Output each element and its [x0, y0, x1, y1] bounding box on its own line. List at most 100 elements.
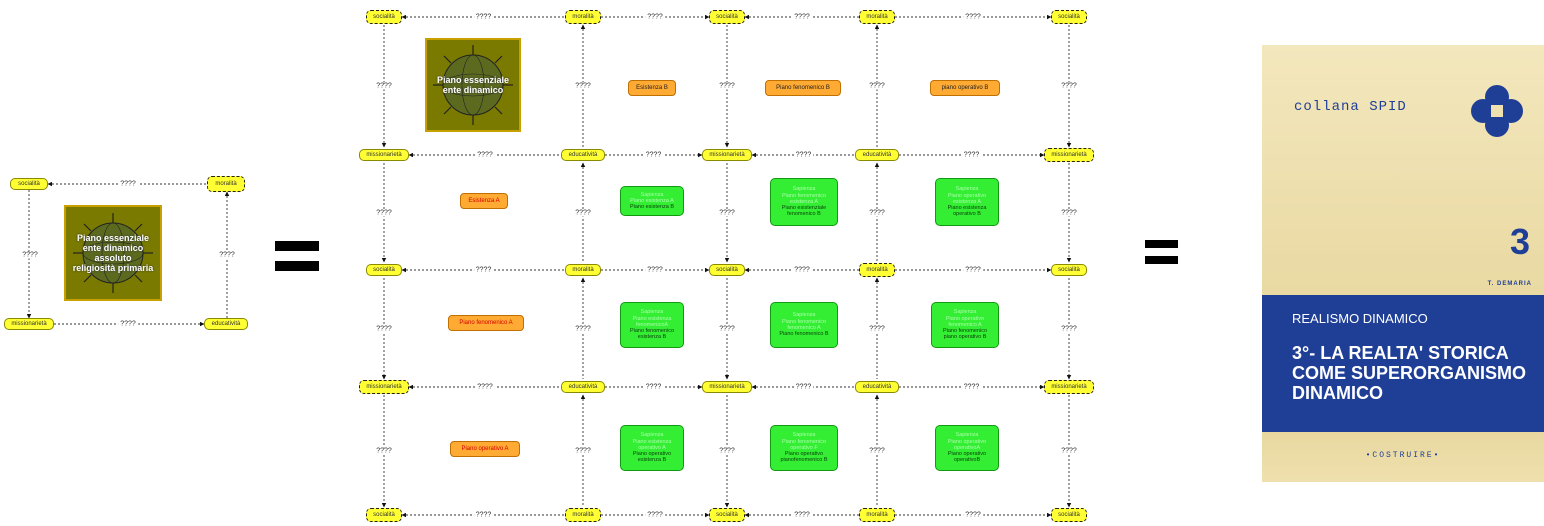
clover-logo-icon [1471, 85, 1523, 137]
node-moralita[interactable]: moralità [859, 10, 895, 24]
unknown-label: ???? [645, 511, 665, 519]
globe-icon [73, 213, 153, 293]
unknown-label: ???? [717, 325, 737, 332]
node-educativita[interactable]: educatività [855, 149, 899, 161]
unknown-label: ???? [573, 209, 593, 216]
node-moralita[interactable]: moralità [565, 508, 601, 522]
node-socialita[interactable]: socialità [709, 508, 745, 522]
unknown-label: ???? [1059, 209, 1079, 216]
unknown-label: ???? [473, 511, 494, 519]
wisdom-line: fenomenico B [787, 211, 821, 218]
node-missionarieta[interactable]: missionarietà [1044, 380, 1094, 394]
wisdom-line: Piano esistenza [632, 315, 672, 322]
book-title-line: COME SUPERORGANISMO [1292, 363, 1527, 383]
wisdom-line: Sapienza [640, 191, 664, 198]
node-moralita[interactable]: moralità [207, 176, 245, 192]
wisdom-line: Piano operativo [784, 451, 824, 458]
equals-sign [275, 241, 319, 271]
node-socialita[interactable]: socialità [709, 10, 745, 24]
wisdom-line: Sapienza [955, 186, 979, 193]
node-missionarieta[interactable]: missionarietà [359, 149, 409, 161]
node-educativita[interactable]: educatività [855, 381, 899, 393]
book-series: collana SPID [1294, 99, 1407, 115]
orange-box-fenomenico-a[interactable]: Piano fenomenico A [448, 315, 524, 331]
wisdom-line: Piano fenomenico [781, 318, 827, 325]
unknown-label: ???? [573, 325, 593, 332]
node-missionarieta[interactable]: missionarietà [702, 381, 752, 393]
wisdom-line: Sapienza [792, 432, 816, 439]
node-socialita[interactable]: socialità [709, 264, 745, 276]
unknown-label: ???? [1059, 82, 1079, 90]
orange-box-esistenza-b[interactable]: Esistenza B [628, 80, 676, 96]
essence-line: Piano essenziale [436, 75, 510, 85]
unknown-label: ???? [20, 251, 40, 259]
unknown-label: ???? [645, 266, 665, 274]
essence-line: Piano essenziale [76, 233, 150, 243]
unknown-label: ???? [793, 151, 814, 159]
wisdom-line: Piano fenomenico [629, 328, 675, 335]
book-subtitle: REALISMO DINAMICO [1292, 311, 1428, 326]
wisdom-line: Piano esistenza [632, 438, 672, 445]
node-missionarieta[interactable]: missionarietà [702, 149, 752, 161]
node-missionarieta[interactable]: missionarietà [1044, 148, 1094, 162]
unknown-label: ???? [573, 82, 593, 90]
wisdom-line: Sapienza [640, 432, 664, 439]
unknown-label: ???? [717, 209, 737, 216]
wisdom-line: Piano fenomenico [781, 192, 827, 199]
node-socialita[interactable]: socialità [10, 178, 48, 190]
book-publisher: •COSTRUIRE• [1365, 451, 1441, 460]
node-missionarieta[interactable]: missionarietà [4, 318, 54, 330]
node-socialita[interactable]: socialità [366, 264, 402, 276]
wisdom-line: Piano operativo [947, 451, 987, 458]
orange-box-operativo-b[interactable]: piano operativo B [930, 80, 1000, 96]
node-socialita[interactable]: socialità [1051, 10, 1087, 24]
node-socialita[interactable]: socialità [366, 10, 402, 24]
unknown-label: ???? [374, 325, 394, 332]
unknown-label: ???? [717, 447, 737, 455]
node-socialita[interactable]: socialità [1051, 508, 1087, 522]
node-moralita[interactable]: moralità [859, 508, 895, 522]
unknown-label: ???? [374, 209, 394, 216]
node-educativita[interactable]: educatività [561, 381, 605, 393]
node-moralita[interactable]: moralità [565, 10, 601, 24]
book-author: T. DEMARIA [1487, 281, 1532, 287]
unknown-label: ???? [473, 13, 494, 21]
essence-box-small: Piano essenziale ente dinamico assoluto … [64, 205, 162, 301]
book-volume-number: 3 [1509, 221, 1530, 262]
node-missionarieta[interactable]: missionarietà [359, 380, 409, 394]
essence-line: assoluto [94, 253, 132, 263]
unknown-label: ???? [867, 82, 887, 90]
unknown-label: ???? [792, 266, 812, 274]
node-educativita[interactable]: educatività [561, 149, 605, 161]
wisdom-line: Piano esistenziale [781, 205, 827, 212]
node-educativita[interactable]: educatività [204, 318, 248, 330]
unknown-label: ???? [963, 266, 983, 274]
orange-box-operativo-a[interactable]: Piano operativo A [450, 441, 520, 457]
book-cover-top [1262, 45, 1544, 295]
unknown-label: ???? [118, 320, 138, 328]
orange-box-esistenza-a[interactable]: Esistenza A [460, 193, 508, 209]
wisdom-line: Piano operativo [947, 192, 987, 199]
orange-box-fenomenico-b[interactable]: Piano fenomenico B [765, 80, 841, 96]
unknown-label: ???? [217, 251, 237, 259]
wisdom-line: fenomenico A [787, 325, 821, 331]
node-socialita[interactable]: socialità [1051, 264, 1087, 276]
node-moralita[interactable]: moralità [565, 264, 601, 276]
node-socialita[interactable]: socialità [366, 508, 402, 522]
unknown-label: ???? [645, 13, 665, 21]
wisdom-line: Piano operativo [632, 451, 672, 458]
book-title-line: 3°- LA REALTA' STORICA [1292, 343, 1509, 363]
unknown-label: ???? [963, 13, 983, 21]
node-moralita[interactable]: moralità [859, 263, 895, 277]
wisdom-line: esistenza B [637, 457, 667, 464]
wisdom-line: Piano esistenza [947, 205, 987, 212]
